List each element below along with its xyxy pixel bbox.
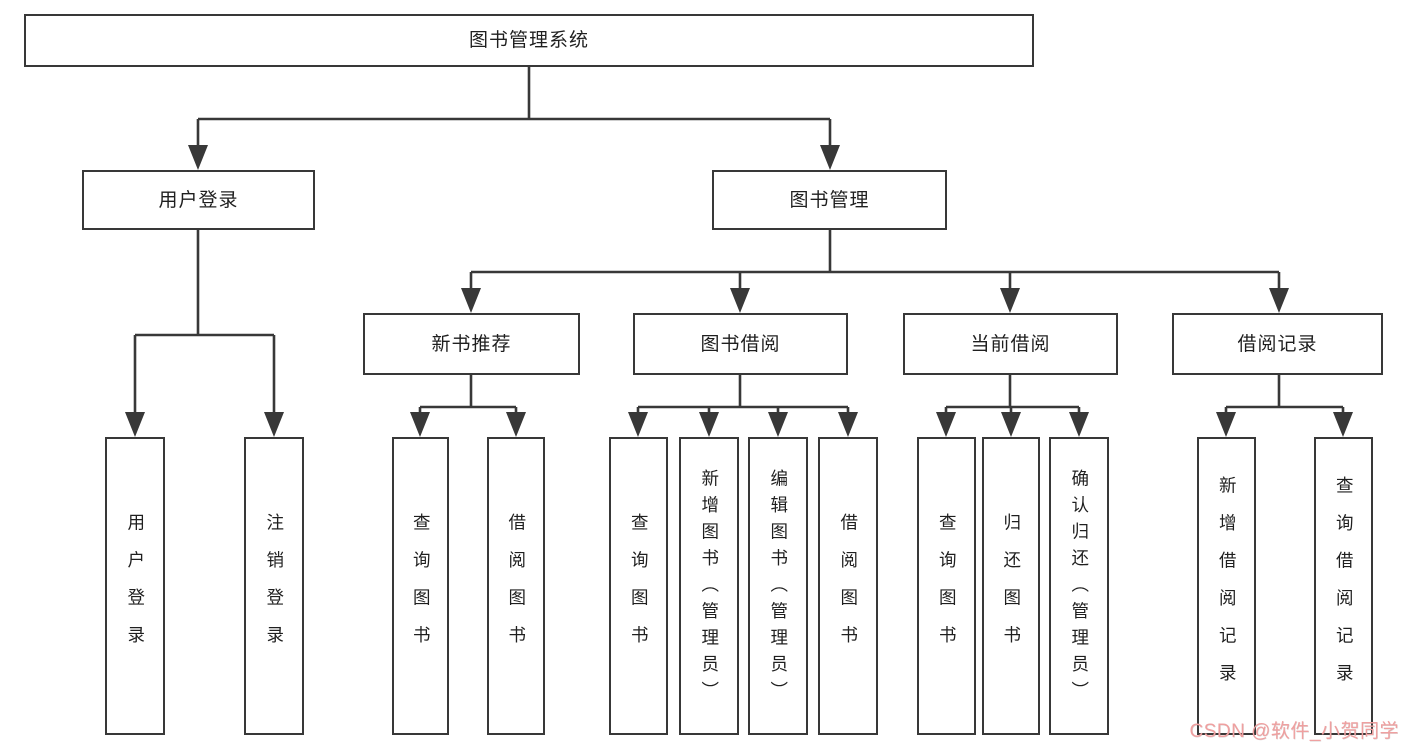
arrowhead-icon xyxy=(188,145,208,170)
leaf-user-login: 用户登录 xyxy=(105,437,165,735)
arrowhead-icon xyxy=(1000,288,1020,313)
arrowhead-icon xyxy=(1333,412,1353,437)
arrowhead-icon xyxy=(1001,412,1021,437)
node-current-borrow: 当前借阅 xyxy=(903,313,1118,375)
arrowhead-icon xyxy=(1216,412,1236,437)
arrowhead-icon xyxy=(936,412,956,437)
node-root: 图书管理系统 xyxy=(24,14,1034,67)
watermark: CSDN @软件_小贺同学 xyxy=(1189,721,1399,742)
leaf-query-borrow-record: 查询借阅记录 xyxy=(1314,437,1373,735)
node-borrow-records: 借阅记录 xyxy=(1172,313,1383,375)
leaf-add-borrow-record: 新增借阅记录 xyxy=(1197,437,1256,735)
arrowhead-icon xyxy=(125,412,145,437)
node-book-management-module: 图书管理 xyxy=(712,170,947,230)
leaf-confirm-return-admin: 确认归还（管理员） xyxy=(1049,437,1109,735)
arrowhead-icon xyxy=(1269,288,1289,313)
arrowhead-icon xyxy=(699,412,719,437)
arrowhead-icon xyxy=(820,145,840,170)
arrowhead-icon xyxy=(768,412,788,437)
arrowhead-icon xyxy=(838,412,858,437)
arrowhead-icon xyxy=(628,412,648,437)
arrowhead-icon xyxy=(506,412,526,437)
arrowhead-icon xyxy=(410,412,430,437)
leaf-borrow-books: 借阅图书 xyxy=(818,437,878,735)
node-new-book-recommend: 新书推荐 xyxy=(363,313,580,375)
arrowhead-icon xyxy=(461,288,481,313)
leaf-current-query-books: 查询图书 xyxy=(917,437,976,735)
arrowhead-icon xyxy=(730,288,750,313)
leaf-borrow-query-books: 查询图书 xyxy=(609,437,668,735)
arrowhead-icon xyxy=(1069,412,1089,437)
node-book-borrow: 图书借阅 xyxy=(633,313,848,375)
node-user-login-module: 用户登录 xyxy=(82,170,315,230)
leaf-edit-books-admin: 编辑图书（管理员） xyxy=(748,437,808,735)
arrowhead-icon xyxy=(264,412,284,437)
leaf-logout: 注销登录 xyxy=(244,437,304,735)
leaf-add-books-admin: 新增图书（管理员） xyxy=(679,437,739,735)
leaf-recommend-query-books: 查询图书 xyxy=(392,437,449,735)
leaf-return-books: 归还图书 xyxy=(982,437,1040,735)
leaf-recommend-borrow-books: 借阅图书 xyxy=(487,437,545,735)
